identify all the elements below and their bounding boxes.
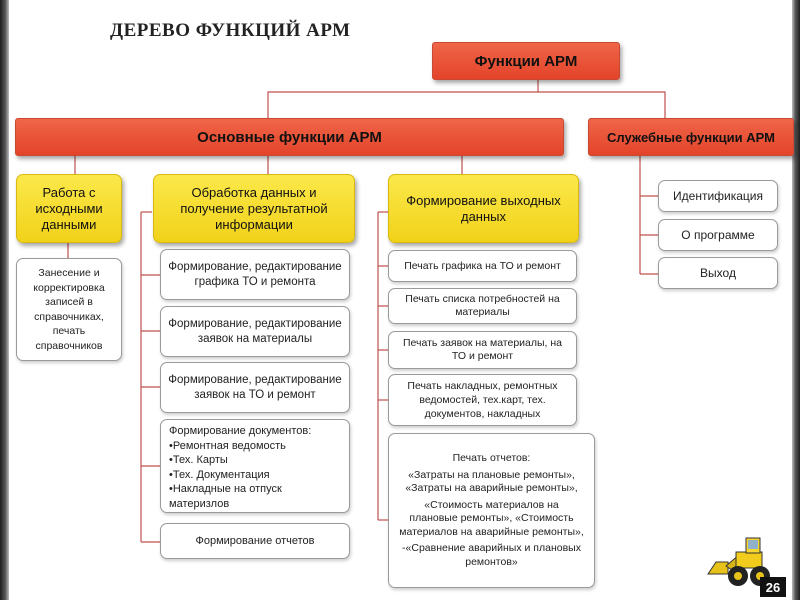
print-reports-line: «Затраты на аварийные ремонты», xyxy=(405,482,578,494)
output-item-print-requests: Печать заявок на материалы, на ТО и ремо… xyxy=(388,331,577,369)
processing-header: Обработка данных и получение результатно… xyxy=(153,174,355,243)
processing-item-documents: Формирование документов: •Ремонтная ведо… xyxy=(160,419,350,513)
print-reports-heading: Печать отчетов: xyxy=(452,452,531,464)
service-item-exit: Выход xyxy=(658,257,778,289)
right-border xyxy=(792,0,800,600)
print-reports-line: «Затраты на плановые ремонты», xyxy=(408,468,575,481)
wheel-loader-icon xyxy=(707,537,770,586)
documents-bullet: •Ремонтная ведомость xyxy=(169,439,286,452)
documents-bullet: •Накладные на отпуск материзлов xyxy=(169,483,282,510)
processing-item-reports: Формирование отчетов xyxy=(160,523,350,559)
service-item-identification: Идентификация xyxy=(658,180,778,212)
source-data-header: Работа с исходными данными xyxy=(16,174,122,243)
processing-item-repair-requests: Формирование, редактирование заявок на Т… xyxy=(160,362,350,413)
processing-item-material-requests: Формирование, редактирование заявок на м… xyxy=(160,306,350,357)
documents-bullet: •Тех. Карты xyxy=(169,454,228,466)
slide-title: ДЕРЕВО ФУНКЦИЙ АРМ xyxy=(110,20,351,41)
output-item-print-reports: Печать отчетов: «Затраты на плановые рем… xyxy=(388,433,595,588)
source-item-directories: Занесение и корректировка записей в спра… xyxy=(16,258,122,361)
output-header: Формирование выходных данных xyxy=(388,174,579,243)
left-border xyxy=(0,0,9,600)
print-reports-line: -«Сравнение аварийных и плановых ремонто… xyxy=(402,542,581,568)
output-item-print-invoices: Печать накладных, ремонтных ведомостей, … xyxy=(388,374,577,426)
service-functions-node: Служебные функции АРМ xyxy=(588,118,794,156)
output-item-print-material-needs: Печать списка потребностей на материалы xyxy=(388,288,577,324)
root-node: Функции АРМ xyxy=(432,42,620,80)
documents-heading: Формирование документов: xyxy=(169,425,312,437)
page-number: 26 xyxy=(760,577,786,597)
main-functions-node: Основные функции АРМ xyxy=(15,118,564,156)
processing-item-schedule: Формирование, редактирование графика ТО … xyxy=(160,249,350,300)
output-item-print-schedule: Печать графика на ТО и ремонт xyxy=(388,250,577,282)
service-item-about: О программе xyxy=(658,219,778,251)
print-reports-line: «Стоимость материалов на плановые ремонт… xyxy=(399,498,584,538)
documents-bullet: •Тех. Документация xyxy=(169,468,270,481)
